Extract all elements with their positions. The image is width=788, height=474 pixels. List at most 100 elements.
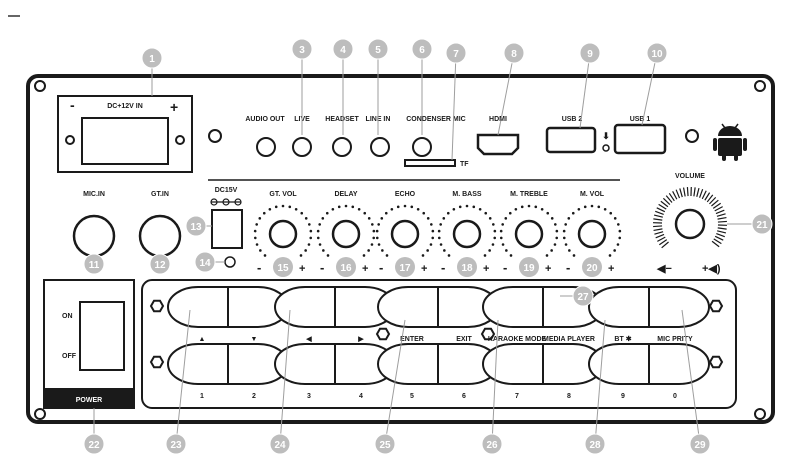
callout-26: 26 [481, 319, 503, 455]
knob-scale-dot [430, 223, 433, 226]
volume-label: VOLUME [675, 173, 705, 180]
knob-minus: - [257, 260, 261, 275]
volume-tick [653, 214, 663, 218]
knob-scale-dot [534, 205, 538, 209]
knob-plus: + [299, 263, 305, 275]
dc12v-minus: - [70, 97, 75, 113]
knob-callout-number: 16 [340, 263, 352, 274]
callout-number: 23 [170, 440, 182, 451]
knob-scale-dot [564, 243, 568, 246]
knob-cap [390, 219, 420, 249]
callout-circle [291, 38, 313, 60]
dc15v-polarity-icon [210, 198, 242, 206]
knob-scale-dot [443, 249, 446, 252]
callout-leader [579, 52, 591, 129]
knob-scale-dot [488, 217, 492, 220]
callout-9: 9 [579, 42, 601, 129]
button-lower-left [482, 343, 544, 385]
callout-circle [83, 433, 105, 455]
knob-scale-dot [381, 249, 384, 252]
callout-circle [572, 285, 594, 307]
knob-scale-dot [255, 243, 259, 246]
callout-circle [584, 433, 606, 455]
knob-scale-dot [426, 217, 430, 220]
knob-callout-circle [582, 257, 602, 277]
knob-scale-dot [421, 254, 425, 257]
callout-11: 11 [83, 253, 105, 275]
hdmi-port [476, 133, 520, 156]
volume-tick [665, 195, 673, 203]
dc12v-plus: + [170, 99, 178, 115]
callout-number: 1 [149, 54, 155, 65]
knob-label: ECHO [395, 191, 416, 198]
knob-scale-dot [371, 223, 374, 226]
button-number: 1 [200, 393, 204, 400]
knob-cap [331, 219, 361, 249]
knob-scale-dot [562, 236, 566, 240]
knob-scale-dot [613, 217, 617, 220]
knob-3: ECHO-+17 [375, 191, 435, 277]
callout-number: 3 [299, 45, 305, 56]
knob-callout-number: 19 [523, 263, 535, 274]
audio-jacks [256, 137, 432, 157]
callout-1: 1 [141, 47, 163, 96]
callout-number: 21 [756, 220, 768, 231]
hex-screw [149, 355, 165, 369]
hex-screw [149, 299, 165, 313]
knob-scale-dot [274, 205, 278, 209]
callout-number: 26 [486, 440, 498, 451]
callout-25: 25 [374, 319, 406, 455]
volume-tick [717, 220, 727, 223]
button-number: 8 [567, 393, 571, 400]
knob-scale-dot [307, 243, 311, 246]
volume-tick [693, 187, 696, 197]
knob-scale-dot [288, 205, 292, 209]
knob-scale-dot [618, 236, 622, 240]
knob-scale-dot [520, 205, 524, 209]
volume-knob [674, 208, 706, 240]
knob-label: M. VOL [580, 191, 605, 198]
usb2-label: USB 2 [562, 116, 583, 123]
knob-callout-number: 20 [586, 263, 598, 274]
callout-leader [594, 319, 606, 445]
knob-scale-dot [304, 217, 308, 220]
callout-4: 4 [332, 38, 354, 135]
callout-14: 14 [194, 251, 225, 273]
knob-scale-dot [377, 243, 381, 246]
knob-minus: - [566, 260, 570, 275]
knob-scale-dot [426, 249, 429, 252]
knob-scale-dot [318, 223, 321, 226]
volume-tick [717, 227, 727, 230]
callout-circle [579, 42, 601, 64]
knob-scale-dot [363, 211, 367, 215]
knob-scale-dot [439, 243, 443, 246]
callout-number: 11 [89, 260, 100, 271]
knob-6: M. VOL-+20 [562, 191, 622, 277]
button-upper-left [167, 286, 229, 328]
knob-scale-dot [309, 236, 313, 240]
volume-tick [714, 206, 723, 212]
knob-scale-dot [370, 243, 374, 246]
volume-tick [653, 228, 663, 232]
callout-number: 12 [154, 260, 166, 271]
knob-scale-dot [484, 211, 488, 215]
volume-tick [655, 233, 665, 239]
knob-scale-dot [465, 204, 469, 208]
knob-scale-dot [567, 217, 571, 220]
button-label: EXIT [456, 336, 472, 343]
knob-label: GT. VOL [269, 191, 297, 198]
knob-scale-dot [367, 249, 370, 252]
knob-scale-dot [550, 217, 554, 220]
knob-plus: + [545, 263, 551, 275]
on-label: ON [62, 313, 73, 320]
button-label: MEDIA PLAYER [543, 336, 595, 343]
indicator-led [224, 256, 236, 268]
volume-tick [714, 235, 724, 241]
knob-callout-circle [336, 257, 356, 277]
callout-number: 22 [88, 440, 100, 451]
knob-scale-dot [553, 243, 557, 246]
knob-scale-dot [321, 217, 325, 220]
